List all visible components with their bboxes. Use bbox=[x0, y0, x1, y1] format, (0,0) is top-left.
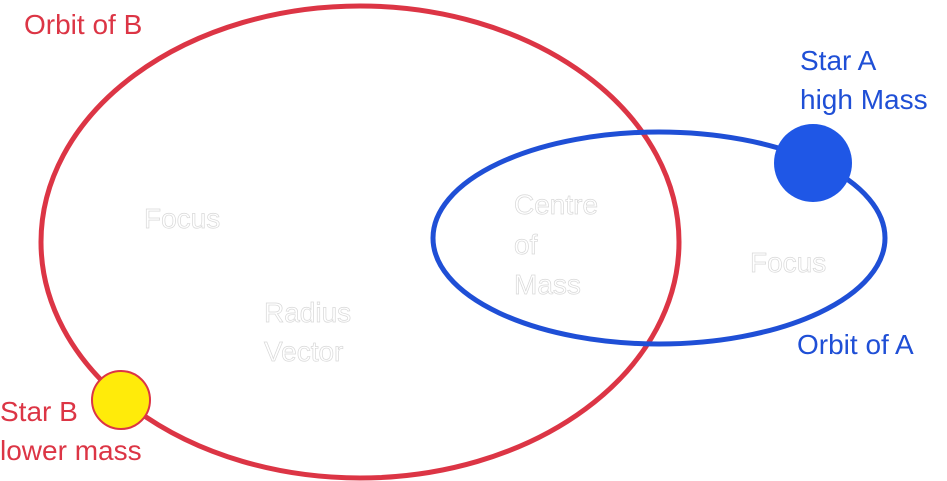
radius-vector-label-line1: Radius bbox=[264, 297, 352, 329]
star-b bbox=[91, 370, 151, 430]
centre-of-mass-label-line2: of bbox=[514, 229, 538, 261]
star-a-label-line1: Star A bbox=[800, 45, 877, 76]
star-a-label-line2: high Mass bbox=[800, 84, 928, 115]
star-a bbox=[774, 124, 852, 202]
star-b-label-line1: Star B bbox=[0, 396, 78, 427]
orbit-of-b bbox=[38, 3, 682, 481]
star-b-label-line2: lower mass bbox=[0, 435, 142, 466]
orbit-of-a bbox=[430, 129, 888, 347]
focus-right-label: Focus bbox=[750, 247, 827, 279]
orbit-of-a-label: Orbit of A bbox=[797, 329, 914, 360]
centre-of-mass-label-line1: Centre bbox=[514, 189, 599, 221]
orbit-of-b-label: Orbit of B bbox=[24, 9, 143, 40]
radius-vector-label-line2: Vector bbox=[264, 336, 344, 368]
focus-left-label: Focus bbox=[144, 203, 221, 235]
centre-of-mass-label-line3: Mass bbox=[514, 269, 582, 301]
